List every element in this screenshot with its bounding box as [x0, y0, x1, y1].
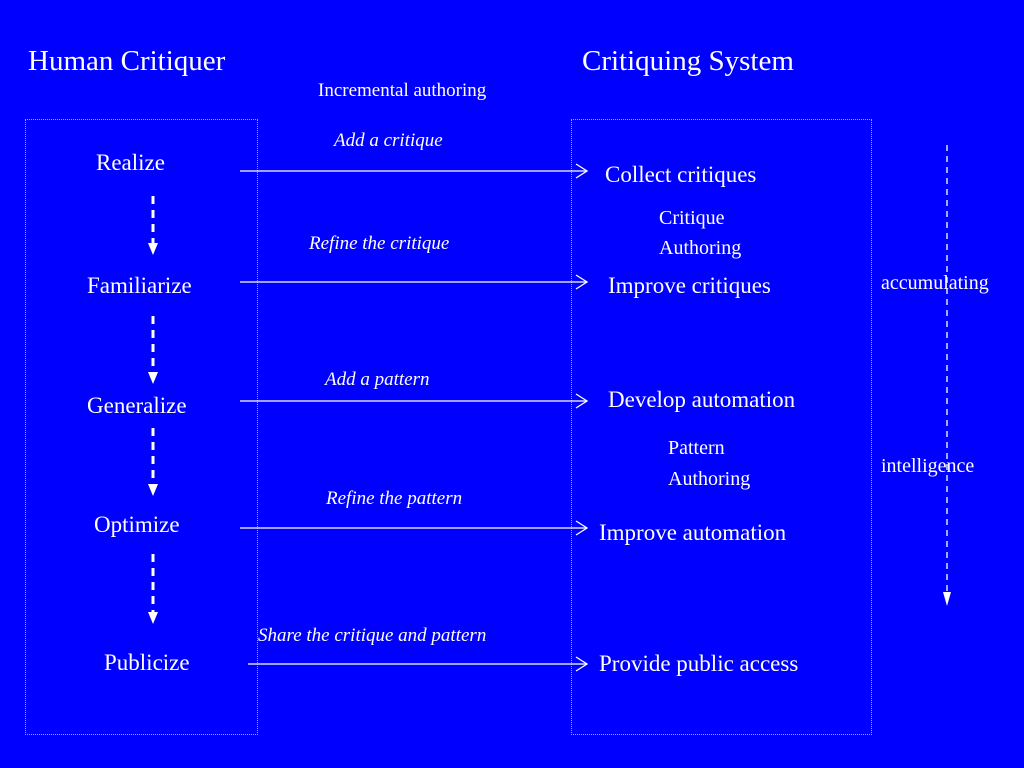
step-optimize: Optimize: [94, 512, 180, 537]
critique-authoring-line2: Authoring: [659, 237, 742, 259]
system-improve-automation: Improve automation: [599, 520, 787, 545]
action-refine-pattern: Refine the pattern: [326, 488, 463, 509]
dashed-arrowhead-3: [148, 484, 158, 496]
critiquing-system-heading: Critiquing System: [582, 45, 794, 77]
human-critiquer-box: [25, 119, 258, 735]
human-critiquer-heading: Human Critiquer: [28, 45, 226, 77]
dashed-arrowhead-1: [148, 243, 158, 255]
intelligence-label: intelligence: [881, 455, 975, 477]
arrowhead-5: [575, 656, 589, 672]
system-public-access: Provide public access: [599, 651, 799, 676]
dashed-arrowhead-2: [148, 372, 158, 384]
pattern-authoring-line2: Authoring: [668, 468, 751, 490]
system-collect-critiques: Collect critiques: [605, 162, 757, 187]
action-share: Share the critique and pattern: [258, 625, 487, 646]
critiquing-system-box: [571, 119, 872, 735]
pattern-authoring-line1: Pattern: [668, 437, 725, 459]
arrowhead-2: [575, 274, 589, 290]
accumulating-arrowhead: [943, 592, 951, 606]
arrowhead-4: [575, 520, 589, 536]
action-add-critique: Add a critique: [334, 130, 443, 151]
accumulating-label: accumulating: [881, 272, 989, 294]
incremental-authoring-label: Incremental authoring: [318, 80, 487, 101]
action-add-pattern: Add a pattern: [325, 369, 430, 390]
system-improve-critiques: Improve critiques: [608, 273, 771, 298]
critique-authoring-line1: Critique: [659, 207, 725, 229]
step-publicize: Publicize: [104, 650, 190, 675]
step-generalize: Generalize: [87, 393, 187, 418]
system-develop-automation: Develop automation: [608, 387, 796, 412]
action-refine-critique: Refine the critique: [309, 233, 450, 254]
step-realize: Realize: [96, 150, 165, 175]
dashed-arrowhead-4: [148, 612, 158, 624]
step-familiarize: Familiarize: [87, 273, 192, 298]
arrowhead-1: [575, 163, 589, 179]
arrowhead-3: [575, 393, 589, 409]
